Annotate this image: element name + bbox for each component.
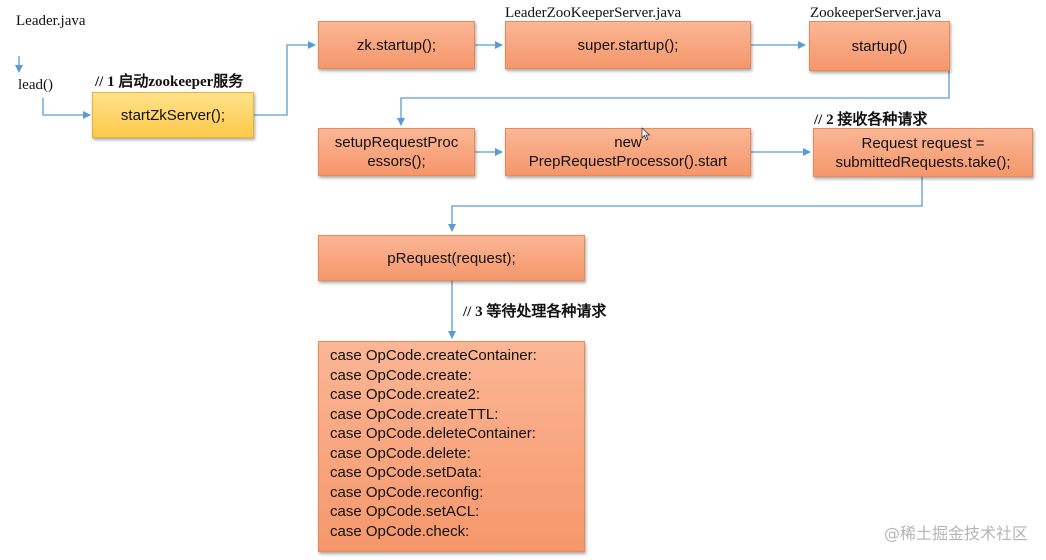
leader-file-label: Leader.java	[16, 13, 86, 29]
case-row: case OpCode.delete:	[330, 444, 471, 462]
startup-box: startup()	[809, 21, 950, 71]
zk-server-file-label: ZookeeperServer.java	[810, 5, 942, 21]
case-row: case OpCode.create:	[330, 366, 472, 384]
setup-request-processors-line2: essors();	[367, 153, 426, 170]
p-request-box: pRequest(request);	[318, 235, 585, 281]
case-row: case OpCode.setACL:	[330, 503, 480, 520]
super-startup-text: super.startup();	[577, 36, 679, 54]
case-row: case OpCode.check:	[330, 522, 470, 540]
case-row: case OpCode.deleteContainer:	[330, 425, 536, 442]
request-take-line1: Request request =	[861, 134, 985, 152]
arrow-startzk-to-zkstartup	[254, 41, 316, 116]
setup-request-processors-line1: setupRequestProc	[334, 134, 459, 151]
case-row: case OpCode.createContainer:	[330, 347, 537, 364]
startup-text: startup()	[851, 37, 908, 55]
opcode-cases-box: case OpCode.createContainer: case OpCode…	[318, 341, 585, 552]
request-take-line2: submittedRequests.take();	[835, 153, 1011, 171]
start-zk-server-box: startZkServer();	[92, 92, 254, 138]
leader-zk-server-file-label: LeaderZooKeeperServer.java	[505, 5, 682, 21]
case-row: case OpCode.create2:	[330, 386, 481, 403]
case-row: case OpCode.setData:	[330, 464, 482, 481]
arrow-lead-to-startzk	[42, 98, 91, 119]
step3-note: // 3 等待处理各种请求	[463, 304, 607, 320]
step1-note: // 1 启动zookeeper服务	[95, 74, 244, 90]
prep-request-processor-line2: PrepRequestProcessor().start	[528, 153, 728, 170]
zk-startup-box: zk.startup();	[318, 21, 475, 69]
start-zk-server-text: startZkServer();	[120, 106, 226, 124]
prep-request-processor-box: new PrepRequestProcessor().start	[505, 128, 751, 176]
request-take-box: Request request = submittedRequests.take…	[813, 128, 1033, 177]
watermark: @稀土掘金技术社区	[883, 524, 1028, 543]
arrow-take-to-prequest	[448, 177, 923, 232]
case-row: case OpCode.createTTL:	[330, 405, 499, 423]
step2-note: // 2 接收各种请求	[814, 112, 928, 128]
arrow-startup-to-setup	[397, 71, 950, 126]
p-request-text: pRequest(request);	[387, 249, 516, 267]
super-startup-box: super.startup();	[505, 21, 751, 69]
case-row: case OpCode.reconfig:	[330, 483, 484, 501]
zk-startup-text: zk.startup();	[356, 36, 437, 54]
setup-request-processors-box: setupRequestProc essors();	[318, 128, 475, 176]
lead-call-label: lead()	[18, 77, 53, 93]
mouse-pointer-icon	[641, 127, 651, 141]
prep-request-processor-line1: new	[614, 134, 642, 151]
